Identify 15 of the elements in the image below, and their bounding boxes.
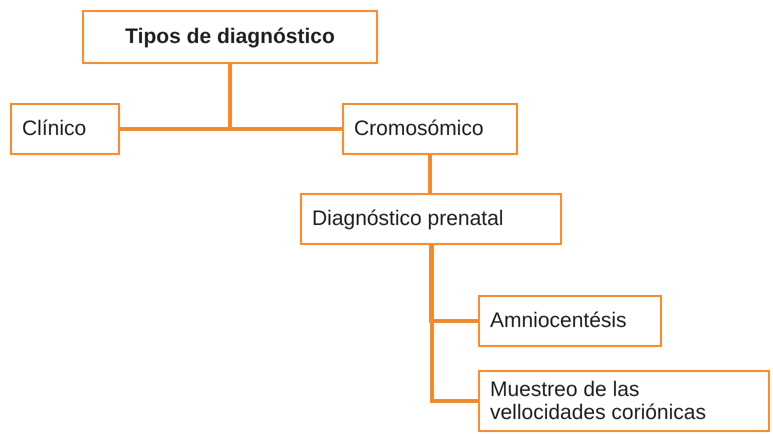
category-box bbox=[478, 295, 662, 347]
category-box bbox=[82, 10, 378, 64]
category-box bbox=[10, 103, 120, 155]
connector-line bbox=[428, 155, 432, 193]
box-label: Muestreo de las vellocidades coriónicas bbox=[490, 378, 707, 424]
connector-line bbox=[429, 245, 478, 323]
box-label: Cromosómico bbox=[354, 117, 484, 141]
box-label: Amniocentésis bbox=[490, 309, 627, 333]
connector-line bbox=[430, 245, 478, 403]
category-box bbox=[478, 370, 770, 432]
category-box bbox=[342, 103, 518, 155]
category-box bbox=[300, 193, 562, 245]
box-label: Diagnóstico prenatal bbox=[312, 207, 504, 231]
box-label: Tipos de diagnóstico bbox=[125, 25, 335, 49]
box-label: Clínico bbox=[22, 117, 86, 141]
